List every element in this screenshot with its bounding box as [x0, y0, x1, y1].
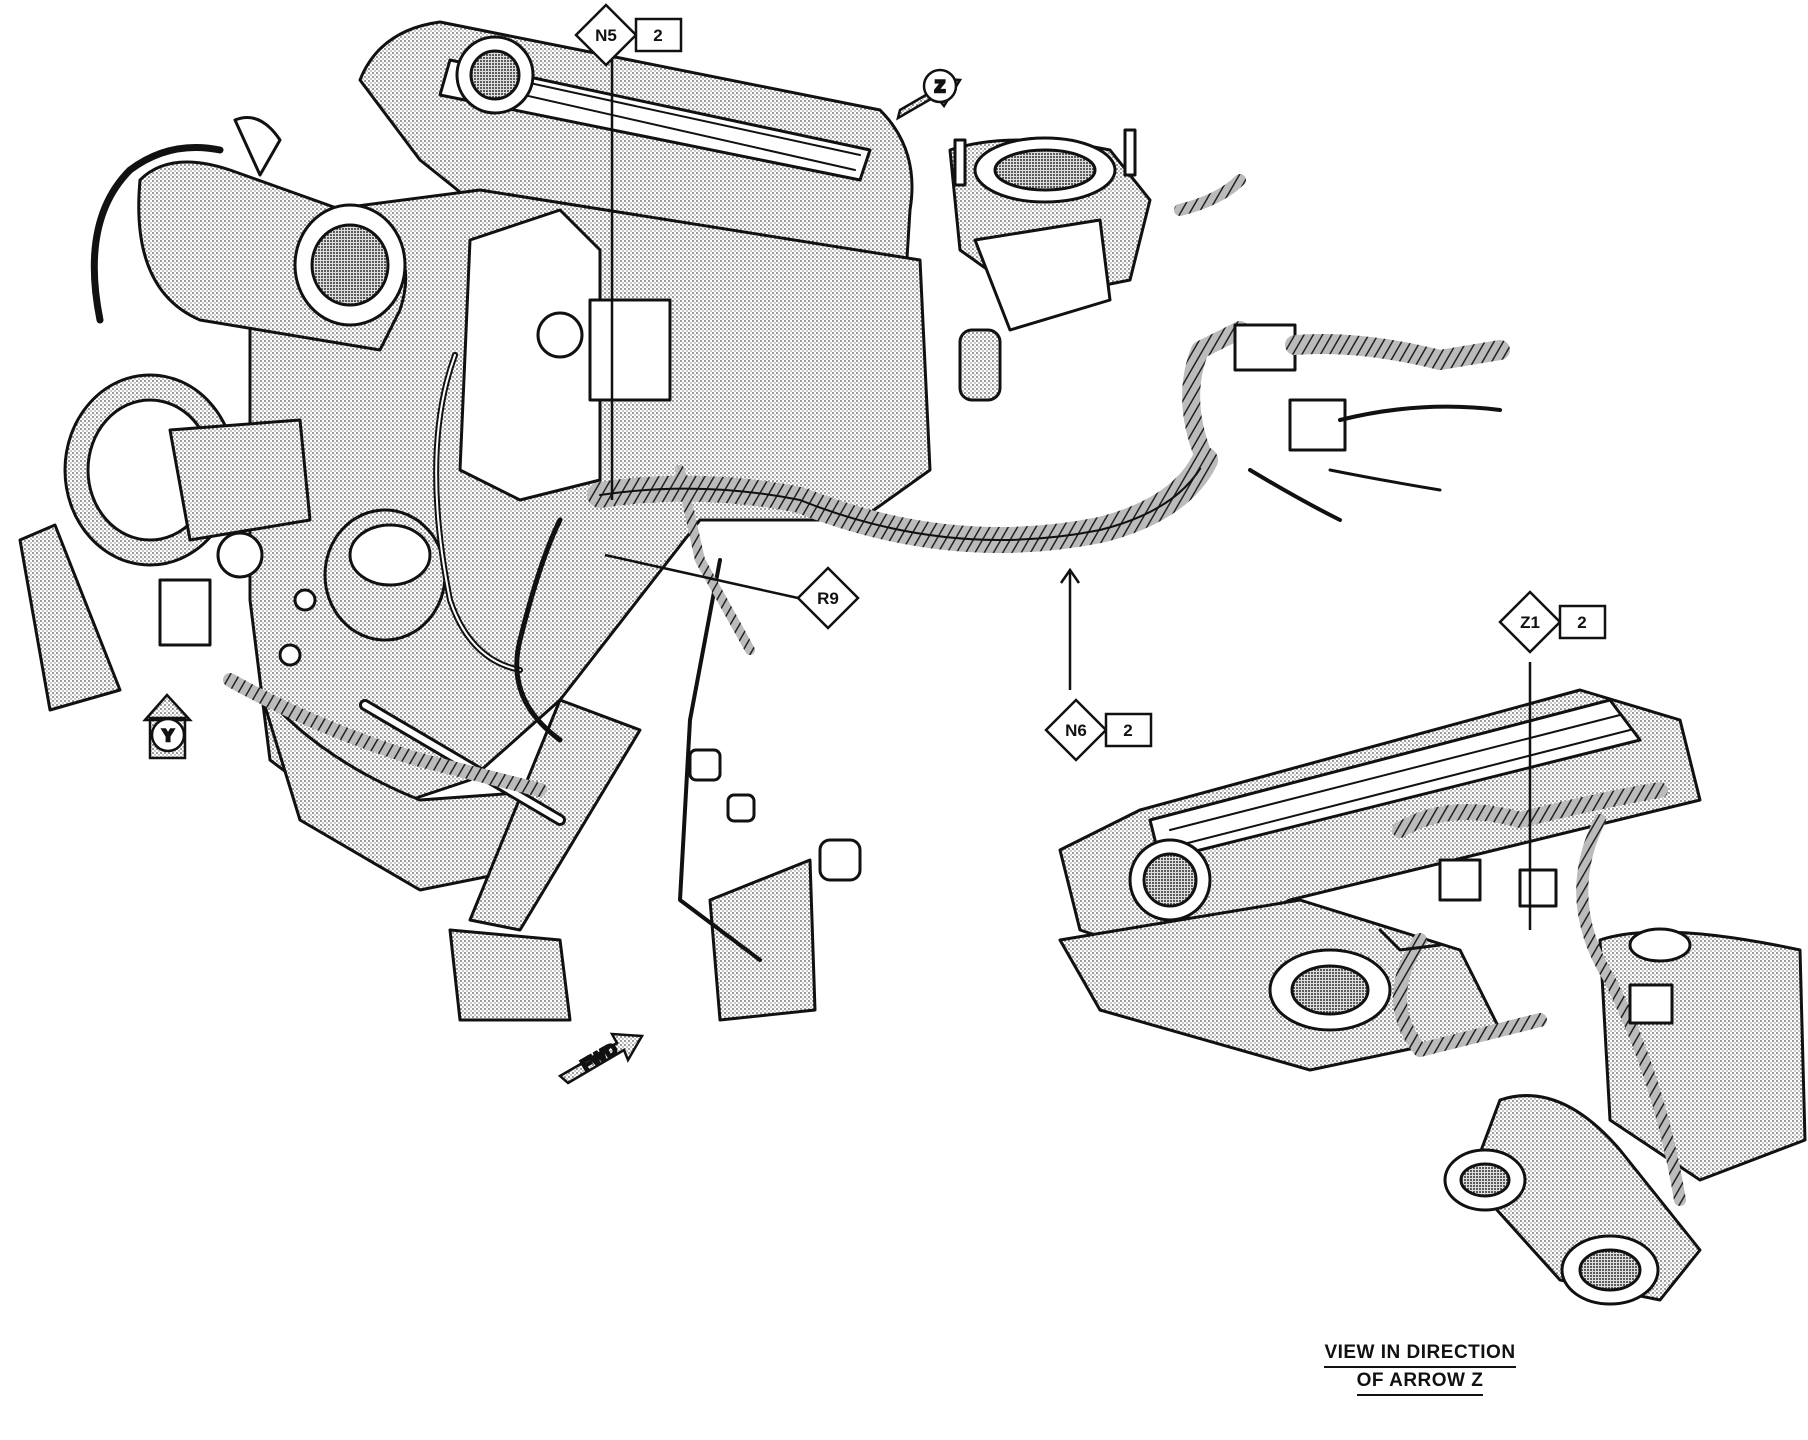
view-caption: VIEW IN DIRECTION OF ARROW Z [1300, 1340, 1540, 1396]
thermostat-housing [948, 128, 1152, 402]
intake-manifold [458, 208, 602, 502]
callout-z1-sheet: 2 [1577, 613, 1586, 632]
pedal-pad [448, 928, 572, 1022]
view-arrow-z: Z [896, 68, 963, 121]
view-arrow-fwd-label: FWD [578, 1039, 621, 1075]
view-arrow-y: Y [142, 693, 193, 760]
callout-z1-code: Z1 [1520, 613, 1540, 632]
callout-n6-code: N6 [1065, 721, 1087, 740]
engine-block [248, 188, 932, 822]
callout-r9: R9 [796, 566, 860, 630]
callout-r9-code: R9 [817, 589, 839, 608]
callout-n5-sheet: 2 [653, 26, 662, 45]
bracket [708, 858, 817, 1022]
intake-hose [90, 144, 224, 324]
callout-n6: N6 2 [1044, 698, 1153, 762]
inset-coolant-reservoir [1598, 930, 1807, 1182]
main-engine-view [18, 20, 1510, 1022]
inset-view-z [1058, 688, 1807, 1306]
callout-n6-sheet: 2 [1123, 721, 1132, 740]
caption-line-2: OF ARROW Z [1356, 1368, 1484, 1396]
view-arrow-y-label: Y [162, 726, 174, 745]
view-arrow-fwd: FWD [557, 1032, 645, 1085]
alternator [63, 373, 317, 667]
callout-n5-code: N5 [595, 26, 617, 45]
valve-cover-ribs [469, 69, 861, 171]
radiator-panel [18, 523, 122, 712]
view-arrow-z-label: Z [935, 77, 945, 96]
leader-lines [604, 58, 1532, 930]
harness-connector [1233, 323, 1297, 372]
sensor-block [588, 298, 672, 402]
caption-line-1: VIEW IN DIRECTION [1324, 1340, 1516, 1368]
callout-z1: Z1 2 [1498, 590, 1607, 654]
callout-n5: N5 2 [574, 3, 683, 67]
